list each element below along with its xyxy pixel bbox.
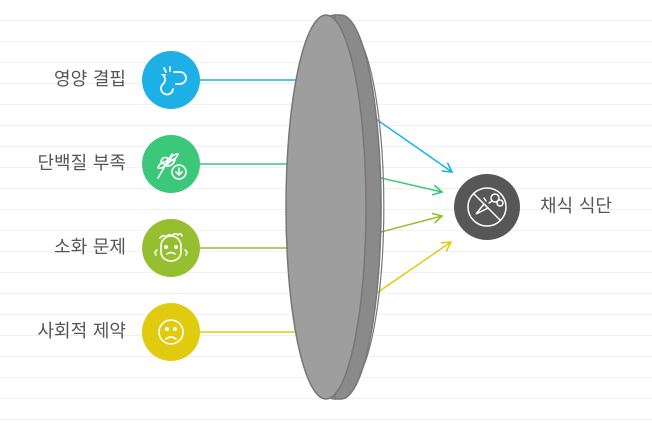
label-vegetarian-diet: 채식 식단 bbox=[540, 196, 612, 217]
sad-face-icon bbox=[158, 319, 184, 345]
label-protein-deficiency: 단백질 부족 bbox=[37, 153, 126, 174]
wheat-download-icon bbox=[157, 153, 187, 180]
factor-digestive-issues bbox=[142, 219, 200, 277]
outcome-vegetarian-diet bbox=[454, 174, 520, 240]
factor-protein-deficiency bbox=[142, 135, 200, 193]
factor-nutrient-deficiency bbox=[142, 51, 200, 109]
lens bbox=[285, 14, 385, 400]
label-social-constraints: 사회적 제약 bbox=[37, 321, 126, 342]
upset-face-icon bbox=[154, 232, 188, 262]
vegetables-icon bbox=[467, 187, 507, 227]
label-nutrient-deficiency: 영양 결핍 bbox=[54, 69, 126, 90]
label-digestive-issues: 소화 문제 bbox=[54, 237, 126, 258]
factor-social-constraints bbox=[142, 303, 200, 361]
broken-link-icon bbox=[160, 66, 187, 96]
